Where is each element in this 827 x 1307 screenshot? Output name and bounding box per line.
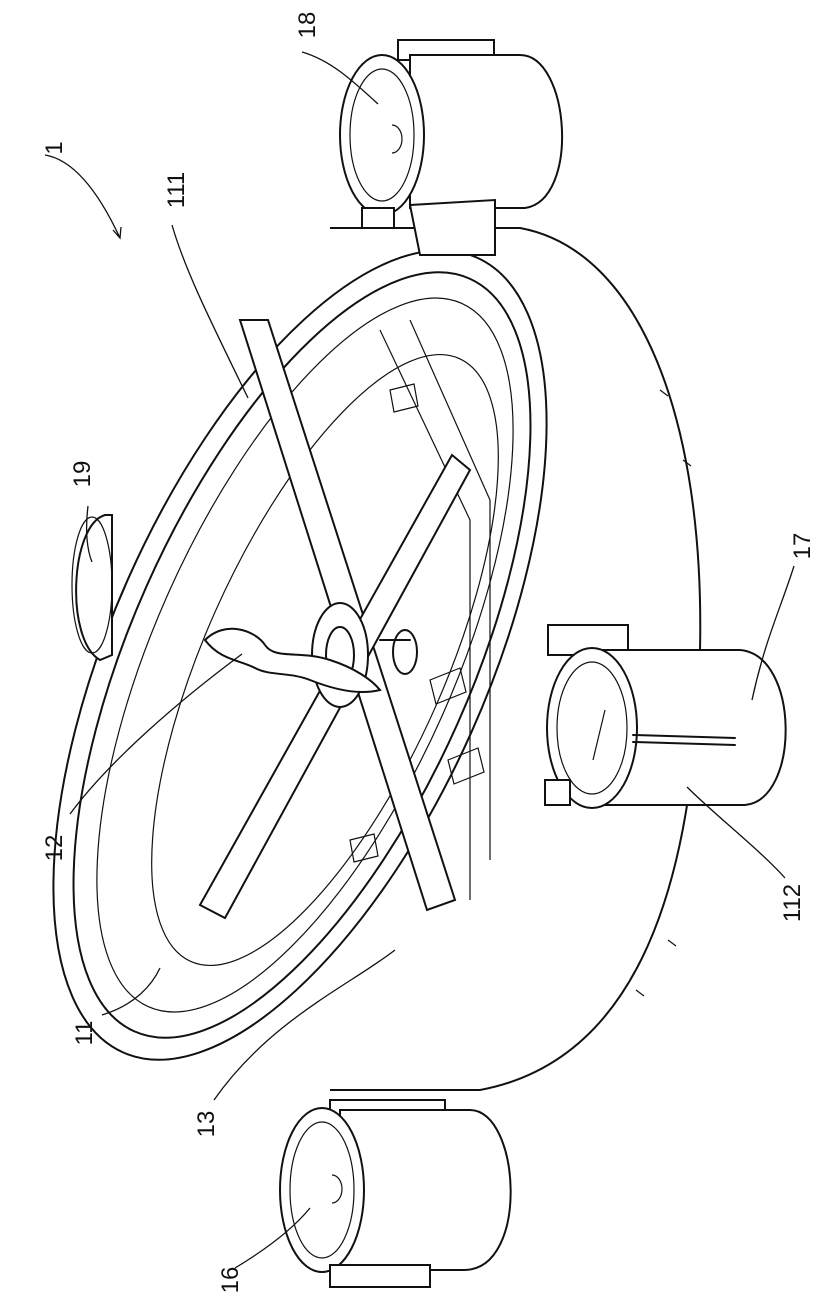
label-17: 17 xyxy=(789,533,816,560)
attachment-19 xyxy=(72,515,112,660)
label-112: 112 xyxy=(779,884,806,922)
label-111: 111 xyxy=(163,172,190,208)
label-16: 16 xyxy=(217,1267,244,1294)
motor-18 xyxy=(340,40,562,255)
label-12: 12 xyxy=(41,835,68,862)
label-18: 18 xyxy=(294,12,321,39)
motor-17 xyxy=(545,625,786,808)
label-19: 19 xyxy=(69,461,96,488)
label-11: 11 xyxy=(71,1021,98,1046)
label-1: 1 xyxy=(41,141,68,154)
motor-16 xyxy=(280,1100,511,1287)
label-13: 13 xyxy=(193,1111,220,1138)
